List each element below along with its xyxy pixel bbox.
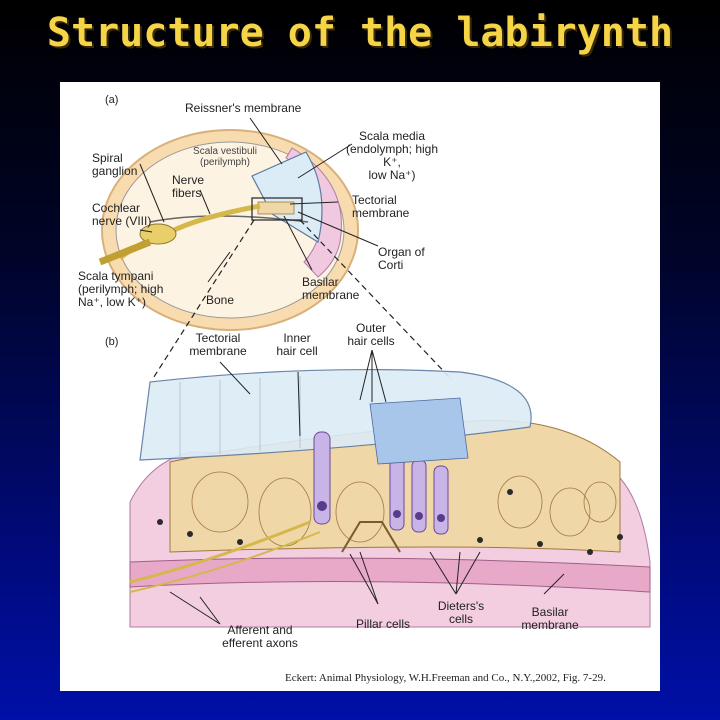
cochlear-nerve-label: Cochlear nerve (VIII) [92, 201, 152, 228]
scala-tympani-label: Scala tympani (perilymph; high Na⁺, low … [78, 269, 164, 309]
basilar-membrane-a-label: Basilar membrane [302, 275, 360, 302]
zoom-lines [151, 219, 453, 381]
tectorial-membrane-b-label: Tectorial membrane [189, 331, 247, 358]
leader-lines-a [139, 117, 379, 283]
nerve-fibers-label: Nerve fibers [172, 173, 205, 200]
spiral-ganglion-label: Spiral ganglion [92, 151, 138, 178]
scala-media-label: Scala media (endolymph; high K⁺, low Na⁺… [345, 129, 439, 182]
panel-b-tag: (b) [105, 336, 119, 348]
reissners-membrane-label: Reissner's membrane [185, 101, 302, 115]
cochlea-cross-section [98, 129, 359, 331]
panel-a-tag: (a) [105, 94, 119, 106]
organ-of-corti-label: Organ of Corti [378, 245, 425, 272]
organ-of-corti-detail [129, 368, 651, 628]
slide-title: Structure of the labirynth [46, 10, 674, 56]
inner-hair-cell-label: Inner hair cell [276, 331, 318, 358]
afferent-efferent-axons-label: Afferent and efferent axons [222, 623, 298, 650]
scala-vestibuli-label: Scala vestibuli (perilymph) [193, 146, 257, 168]
citation: Eckert: Animal Physiology, W.H.Freeman a… [285, 672, 606, 684]
tectorial-membrane-a-label: Tectorial membrane [352, 193, 410, 220]
leader-lines-b [169, 349, 565, 625]
dieters-cells-label: Dieters's cells [437, 599, 485, 626]
basilar-membrane-b-label: Basilar membrane [521, 605, 579, 632]
bone-label: Bone [206, 293, 235, 307]
labyrinth-illustration [98, 117, 651, 628]
pillar-cells-label: Pillar cells [356, 617, 411, 631]
labyrinth-figure: (a) (b) Reissner's membrane Scala media … [60, 82, 660, 691]
outer-hair-cells-label: Outer hair cells [347, 321, 395, 348]
